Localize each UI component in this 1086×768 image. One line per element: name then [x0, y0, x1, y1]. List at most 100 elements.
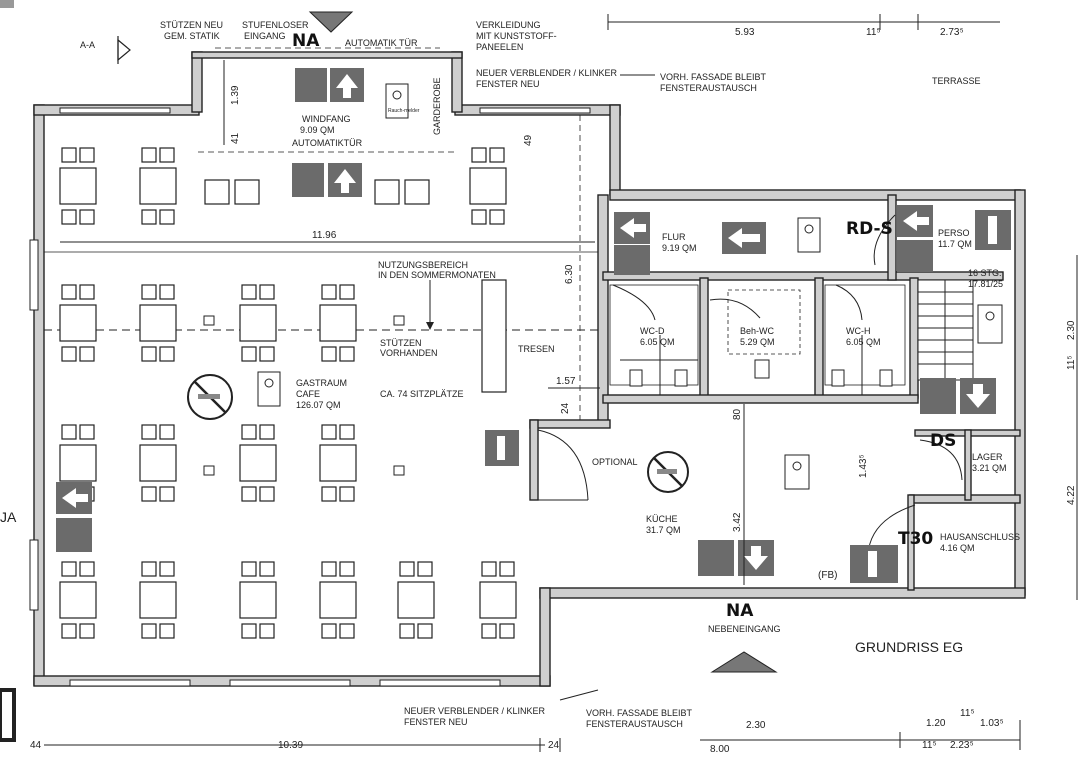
- label-windfang: WINDFANG: [302, 114, 351, 124]
- label-vorhanden: VORHANDEN: [380, 348, 438, 358]
- corner-artifact-top-left: [0, 0, 14, 8]
- label-kueche: KÜCHE: [646, 514, 678, 524]
- dim-11-5-top: 11⁵: [866, 27, 881, 38]
- label-gastraum-area: 126.07 QM: [296, 400, 341, 410]
- toilet-fixtures: [609, 284, 906, 395]
- label-paneelen: PANEELEN: [476, 42, 523, 52]
- label-grundriss: GRUNDRISS EG: [855, 639, 963, 655]
- label-kueche-area: 31.7 QM: [646, 525, 681, 535]
- label-terrasse: TERRASSE: [932, 76, 981, 86]
- label-wc-h-area: 6.05 QM: [846, 337, 881, 347]
- label-garderobe: GARDEROBE: [432, 77, 442, 135]
- counter: [481, 279, 507, 393]
- interior-walls: [529, 194, 1021, 591]
- dim-2-73: 2.73⁵: [940, 27, 964, 38]
- dim-2-23: 2.23⁵: [950, 740, 974, 751]
- label-stairs: 16 STG.: [968, 268, 1002, 278]
- table-set: [59, 147, 97, 225]
- label-stuetzen-neu: STÜTZEN NEU: [160, 20, 223, 30]
- label-flur: FLUR: [662, 232, 686, 242]
- label-fensteraustausch-bottom: FENSTERAUSTAUSCH: [586, 719, 683, 729]
- dashed-guides: [44, 47, 801, 420]
- table-set: [319, 561, 357, 639]
- exit-sign-icon: [920, 378, 956, 414]
- annotations: STÜTZEN NEU GEM. STATIK STUFENLOSER EING…: [0, 20, 1020, 729]
- table-set: [239, 284, 277, 362]
- dim-10-39: 10.39: [278, 740, 303, 751]
- table-set: [59, 284, 97, 362]
- label-beh-wc: Beh-WC: [740, 326, 775, 336]
- table-set: [139, 284, 177, 362]
- dim-1-43: 1.43⁵: [858, 454, 869, 478]
- label-neuer-verblender-bottom: NEUER VERBLENDER / KLINKER: [404, 706, 546, 716]
- table-set: [319, 284, 357, 362]
- corner-artifact-bottom-left: [0, 688, 16, 742]
- label-t30: T30: [898, 529, 933, 549]
- table-set: [139, 424, 177, 502]
- table-set: [139, 147, 177, 225]
- smoke-detector-icon: [977, 304, 1003, 344]
- label-automatiktuer: AUTOMATIKTÜR: [292, 138, 363, 148]
- label-automatik-tuer-top: AUTOMATIK TÜR: [345, 38, 418, 48]
- label-gastraum: GASTRAUM: [296, 378, 347, 388]
- label-ds: DS: [930, 431, 956, 451]
- exit-sign-icon: [292, 163, 324, 197]
- table-set: [319, 424, 357, 502]
- windows: [29, 107, 591, 687]
- dim-44: 44: [30, 740, 42, 751]
- dim-49: 49: [523, 134, 534, 146]
- label-personal-area: 11.7 QM: [938, 239, 972, 249]
- label-wc-d-area: 6.05 QM: [640, 337, 675, 347]
- dimension-texts: 5.93 11⁵ 2.73⁵ 1.39 41 49 11.96 6.30 1.5…: [30, 27, 1077, 755]
- table-set: [479, 561, 517, 639]
- no-smoking-icon: [647, 451, 689, 493]
- label-sommermonate: IN DEN SOMMERMONATEN: [378, 270, 496, 280]
- label-fb: (FB): [818, 570, 837, 581]
- extinguisher-signs: [485, 210, 1011, 583]
- dim-80: 80: [732, 408, 743, 420]
- label-nebeneingang: NEBENEINGANG: [708, 624, 781, 634]
- entrance-triangle-bottom: [710, 651, 778, 673]
- staircase: [917, 279, 974, 381]
- label-nutzungsbereich: NUTZUNGSBEREICH: [378, 260, 468, 270]
- label-flur-area: 9.19 QM: [662, 243, 697, 253]
- smoke-detectors: [257, 83, 1003, 490]
- exterior-walls: [33, 51, 1026, 687]
- columns: [203, 315, 405, 476]
- smoke-detector-icon: [385, 83, 409, 119]
- dim-3-42: 3.42: [732, 512, 743, 532]
- dim-4-22: 4.22: [1066, 485, 1077, 505]
- dim-6-30: 6.30: [564, 264, 575, 284]
- smoke-detector-icon: [784, 454, 810, 490]
- label-personal: PERSO: [938, 228, 970, 238]
- dim-11-5-bottom: 11⁵: [960, 708, 975, 719]
- label-fenster-neu-top: FENSTER NEU: [476, 79, 540, 89]
- dim-24-mid: 24: [560, 402, 571, 414]
- door-swings: [537, 214, 963, 556]
- leader-arrows: [426, 74, 655, 701]
- label-smoke-detector: Rauch-melder: [388, 108, 420, 114]
- label-stufenloser: STUFENLOSER: [242, 20, 309, 30]
- label-stairs-dims: 17.81/25: [968, 279, 1003, 289]
- exit-sign-icon: [897, 240, 933, 272]
- entrance-triangle-top: [308, 11, 354, 33]
- label-sitzplaetze: CA. 74 SITZPLÄTZE: [380, 389, 464, 399]
- label-fensteraustausch-top: FENSTERAUSTAUSCH: [660, 83, 757, 93]
- dim-1-03: 1.03⁵: [980, 718, 1004, 729]
- label-gem-statik: GEM. STATIK: [164, 31, 220, 41]
- dim-2-30-right: 2.30: [1066, 320, 1077, 340]
- label-wc-d: WC-D: [640, 326, 665, 336]
- label-lager: LAGER: [972, 452, 1003, 462]
- label-windfang-area: 9.09 QM: [300, 125, 335, 135]
- exit-signs: [56, 68, 996, 576]
- label-wc-h: WC-H: [846, 326, 871, 336]
- dim-11-5-bottom-2: 11⁵: [922, 740, 937, 751]
- label-na-top: NA: [292, 31, 320, 51]
- label-verkleidung: VERKLEIDUNG: [476, 20, 541, 30]
- dimension-lines: [44, 14, 1078, 752]
- label-vorh-fassade-bottom: VORH. FASSADE BLEIBT: [586, 708, 693, 718]
- label-fenster-neu-bottom: FENSTER NEU: [404, 717, 468, 727]
- label-rd-s: RD-S: [846, 219, 893, 239]
- table-set: [469, 147, 507, 225]
